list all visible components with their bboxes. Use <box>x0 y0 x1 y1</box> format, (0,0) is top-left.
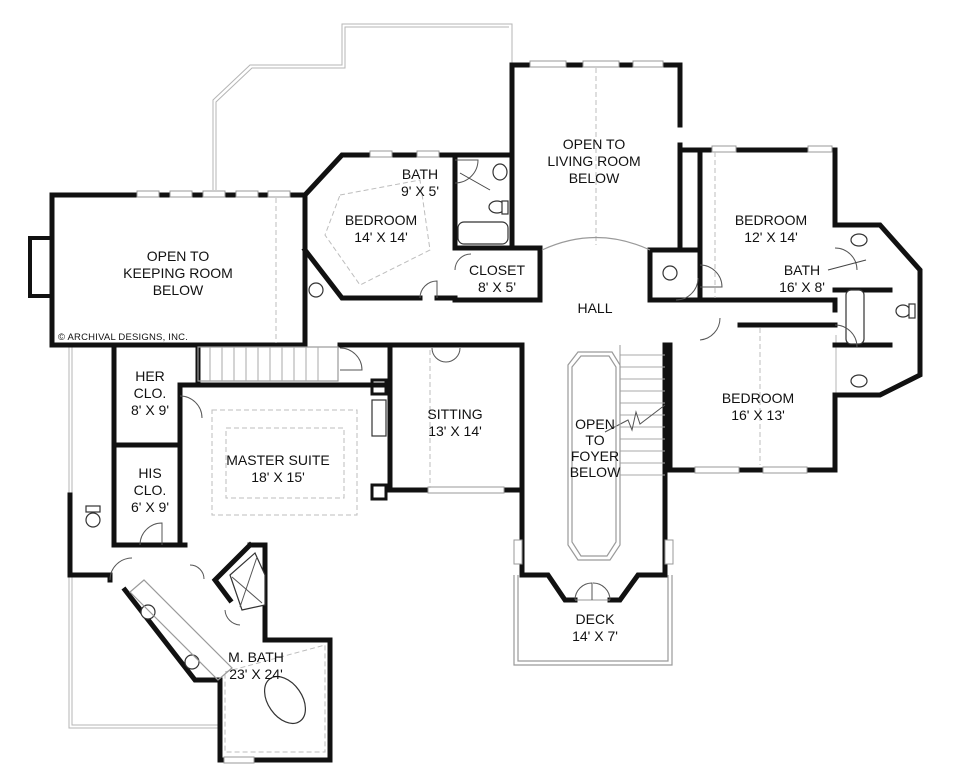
room-sitting: SITTING 13' X 14' <box>427 406 483 439</box>
windows <box>136 60 833 764</box>
room-bedroom-nw: BEDROOM 14' X 14' <box>344 212 418 245</box>
room-closet: CLOSET 8' X 5' <box>468 262 526 295</box>
room-keeping: OPEN TO KEEPING ROOM BELOW <box>123 248 233 298</box>
roof-outline <box>68 23 837 729</box>
room-living: OPEN TO LIVING ROOM BELOW <box>547 136 641 186</box>
foyer-opening <box>567 351 621 561</box>
deck-outline <box>513 575 673 666</box>
room-his-closet: HIS CLO. 6' X 9' <box>130 465 170 515</box>
room-foyer: OPEN TO FOYER BELOW <box>569 416 621 480</box>
room-bath-e: BATH 16' X 8' <box>779 262 825 295</box>
ceiling-lines <box>211 68 761 753</box>
room-master-suite: MASTER SUITE 18' X 15' <box>226 452 330 485</box>
room-bedroom-se: BEDROOM 16' X 13' <box>721 390 795 423</box>
room-bedroom-ne: BEDROOM 12' X 14' <box>734 212 808 245</box>
fixtures <box>85 163 916 725</box>
room-deck: DECK 14' X 7' <box>572 611 618 644</box>
room-hall: HALL <box>577 300 613 316</box>
room-bath-n: BATH 9' X 5' <box>400 166 440 199</box>
room-her-closet: HER CLO. 8' X 9' <box>130 368 170 418</box>
doors <box>109 159 867 626</box>
room-master-bath: M. BATH 23' X 24' <box>228 649 284 682</box>
copyright-text: © ARCHIVAL DESIGNS, INC. <box>58 332 189 343</box>
